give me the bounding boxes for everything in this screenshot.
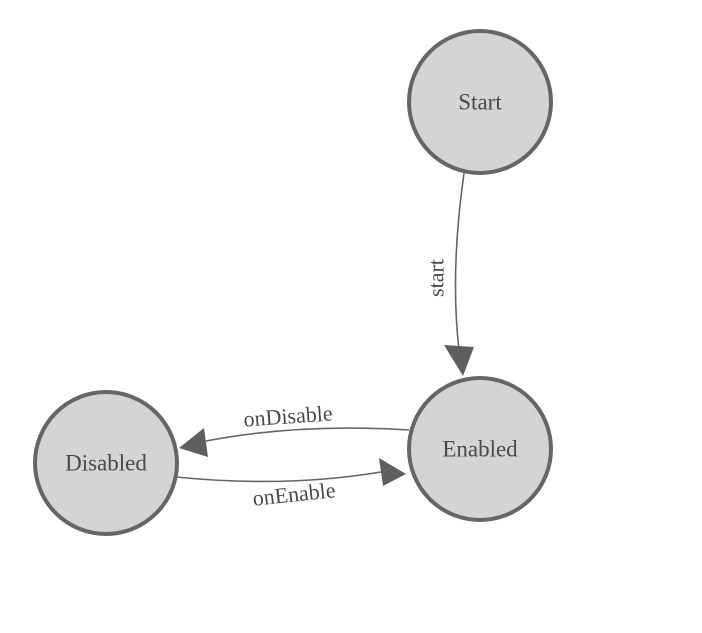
arrowhead-enabled-to-disabled-icon bbox=[179, 428, 208, 457]
edge-label-start: start bbox=[424, 259, 449, 297]
edge-start-to-enabled bbox=[454, 172, 465, 351]
arrowhead-disabled-to-enabled-icon bbox=[379, 458, 406, 486]
edge-enabled-to-disabled bbox=[205, 427, 410, 442]
state-node-start-label: Start bbox=[458, 90, 502, 115]
arrowhead-start-to-enabled-icon bbox=[444, 345, 474, 376]
state-node-enabled-label: Enabled bbox=[442, 437, 518, 462]
state-node-enabled[interactable] bbox=[407, 376, 553, 522]
edge-disabled-to-enabled bbox=[175, 471, 382, 483]
state-node-disabled-label: Disabled bbox=[65, 451, 147, 476]
state-node-disabled[interactable] bbox=[33, 390, 179, 536]
edge-label-ondisable: onDisable bbox=[243, 400, 334, 431]
state-node-start[interactable] bbox=[407, 29, 553, 175]
